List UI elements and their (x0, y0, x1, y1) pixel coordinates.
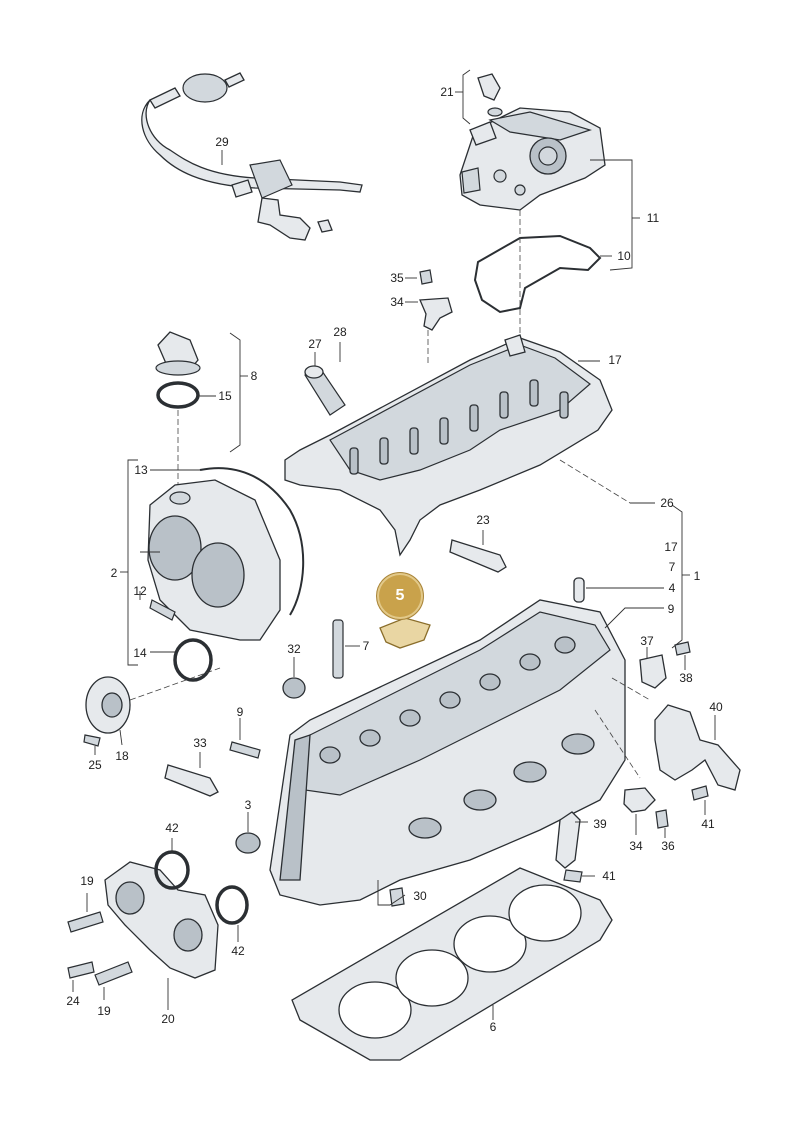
part-bolt-41b (563, 869, 583, 883)
part-bolt-7 (332, 619, 344, 679)
callout-23: 23 (476, 513, 490, 527)
callout-19b: 19 (97, 1004, 111, 1018)
callout-24: 24 (66, 994, 80, 1008)
callout-41a: 41 (701, 817, 715, 831)
part-bolt-19a (67, 911, 104, 933)
callout-34a: 34 (390, 295, 404, 309)
part-seal-14 (173, 638, 213, 682)
part-oil-filler-cap (155, 331, 201, 376)
callout-8: 8 (250, 369, 258, 383)
callout-15: 15 (218, 389, 232, 403)
callout-14: 14 (133, 646, 147, 660)
part-sealant-tube-33 (164, 764, 219, 797)
callout-42b: 42 (231, 944, 245, 958)
callout-28: 28 (333, 325, 347, 339)
part-plug-32 (282, 677, 306, 699)
part-bolt-36 (655, 809, 669, 829)
part-sealant-tube-23 (449, 539, 507, 573)
callout-10: 10 (617, 249, 631, 263)
callout-33: 33 (193, 736, 207, 750)
highlight-badge[interactable]: 5 (376, 572, 424, 620)
part-bolt-30 (389, 887, 405, 907)
part-seal-42b (215, 885, 249, 925)
part-pin-4 (573, 577, 585, 603)
callout-3: 3 (244, 798, 252, 812)
callout-17b: 17 (664, 540, 678, 554)
part-bolt-25 (83, 734, 101, 747)
part-bracket-39 (555, 811, 581, 869)
part-cylinder-head (269, 599, 626, 906)
callout-32: 32 (287, 642, 301, 656)
callout-9a: 9 (667, 602, 675, 616)
callout-35: 35 (390, 271, 404, 285)
part-5 (379, 617, 431, 649)
part-pulley-18 (85, 676, 131, 734)
callout-7b: 7 (362, 639, 370, 653)
callout-20: 20 (161, 1012, 175, 1026)
part-sensor-21 (477, 73, 503, 117)
part-bolt-19b (94, 961, 133, 986)
part-sensor-34b (623, 787, 656, 813)
callout-41b: 41 (602, 869, 616, 883)
part-cylinder-head-cover (284, 334, 613, 557)
callout-29: 29 (215, 135, 229, 149)
part-breather-hose (141, 72, 363, 241)
callout-2: 2 (110, 566, 118, 580)
callout-38: 38 (679, 671, 693, 685)
part-sensor-37 (639, 654, 667, 689)
callout-11: 11 (646, 211, 660, 225)
part-bolt-38 (674, 641, 691, 656)
part-timing-cover (147, 479, 281, 641)
callout-40: 40 (709, 700, 723, 714)
callout-4: 4 (668, 581, 676, 595)
callout-36: 36 (661, 839, 675, 853)
part-bolt-24 (67, 961, 95, 979)
part-timing-housing (459, 107, 606, 211)
callout-19a: 19 (80, 874, 94, 888)
callout-18: 18 (115, 749, 129, 763)
callout-34b: 34 (629, 839, 643, 853)
part-bracket-40 (654, 704, 741, 791)
part-head-gasket (291, 867, 613, 1061)
part-stud-9 (229, 741, 261, 759)
callout-21: 21 (440, 85, 454, 99)
callout-13: 13 (134, 463, 148, 477)
callout-7a: 7 (668, 560, 676, 574)
callout-27: 27 (308, 337, 322, 351)
callout-26: 26 (660, 496, 674, 510)
part-sensor-34 (419, 269, 453, 331)
part-gasket-13 (199, 467, 305, 616)
part-bolt-12 (149, 599, 176, 621)
callout-39: 39 (593, 817, 607, 831)
callout-9b: 9 (236, 705, 244, 719)
callout-1: 1 (693, 569, 701, 583)
part-solenoid-27 (304, 365, 346, 416)
callout-42a: 42 (165, 821, 179, 835)
callout-12: 12 (133, 584, 147, 598)
callout-30: 30 (413, 889, 427, 903)
part-gasket-10 (473, 234, 602, 314)
callout-37: 37 (640, 634, 654, 648)
part-plug-3 (235, 832, 261, 854)
part-bolt-41a (691, 785, 709, 801)
callout-25: 25 (88, 758, 102, 772)
callout-17a: 17 (608, 353, 622, 367)
part-seal-15 (156, 381, 200, 409)
callout-6: 6 (489, 1020, 497, 1034)
part-tensioner-20 (104, 861, 219, 979)
